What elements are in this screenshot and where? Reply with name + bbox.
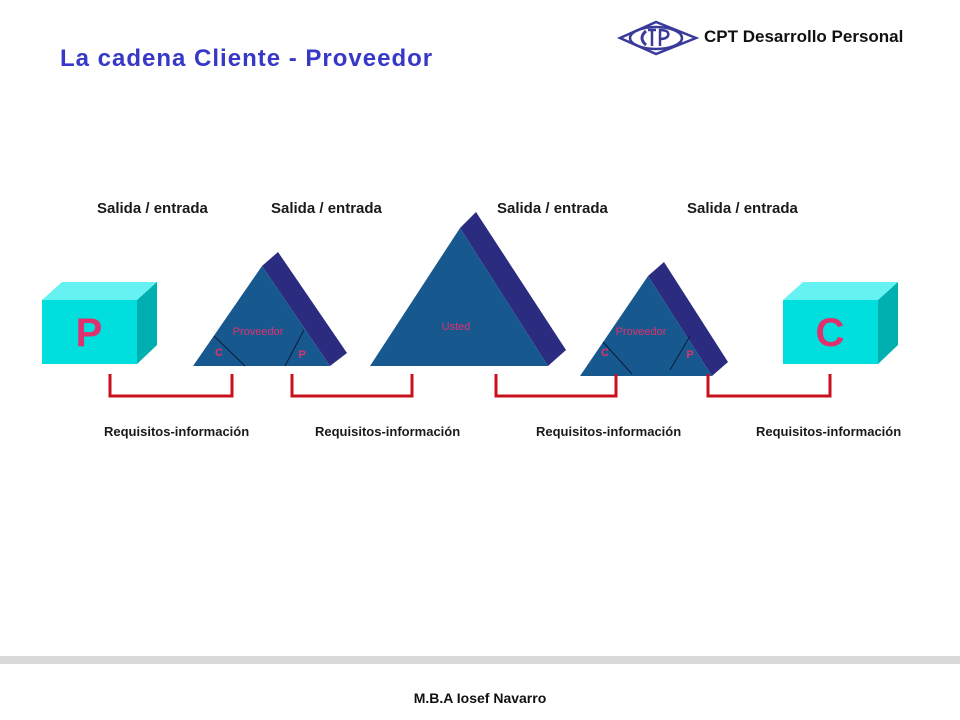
- customer-cube: C: [783, 282, 898, 364]
- requirement-label-2: Requisitos-información: [315, 424, 461, 439]
- output-input-label-1: Salida / entrada: [97, 200, 208, 217]
- connector-bracket-3: [494, 374, 618, 398]
- cpt-logo: [616, 20, 700, 56]
- supplier-letter: P: [76, 311, 103, 355]
- customer-letter: C: [816, 311, 845, 355]
- supplier-cube: P: [42, 282, 157, 364]
- connector-bracket-1: [108, 374, 234, 398]
- triangle-center-you: Usted: [370, 212, 566, 366]
- page-title: La cadena Cliente - Proveedor: [60, 45, 434, 72]
- output-input-label-2: Salida / entrada: [271, 200, 382, 217]
- triangle-right-c: C: [601, 347, 609, 359]
- connector-bracket-2: [290, 374, 414, 398]
- triangle-left-c: C: [215, 347, 223, 359]
- triangle-right-supplier: Proveedor C P: [580, 262, 728, 376]
- triangle-right-p: P: [686, 349, 693, 361]
- output-input-label-4: Salida / entrada: [687, 200, 798, 217]
- brand-name: CPT Desarrollo Personal: [704, 27, 904, 46]
- triangle-left-supplier: Proveedor C P: [193, 252, 347, 367]
- requirement-label-4: Requisitos-información: [756, 424, 902, 439]
- requirement-label-1: Requisitos-información: [104, 424, 250, 439]
- author-credit: M.B.A Iosef Navarro: [413, 690, 547, 706]
- connector-bracket-4: [706, 374, 832, 398]
- output-input-label-3: Salida / entrada: [497, 200, 608, 217]
- triangle-center-label: Usted: [442, 321, 471, 333]
- triangle-left-label: Proveedor: [233, 326, 284, 338]
- triangle-right-label: Proveedor: [616, 326, 667, 338]
- triangle-left-p: P: [298, 349, 305, 361]
- footer-divider: [0, 656, 960, 664]
- requirement-label-3: Requisitos-información: [536, 424, 682, 439]
